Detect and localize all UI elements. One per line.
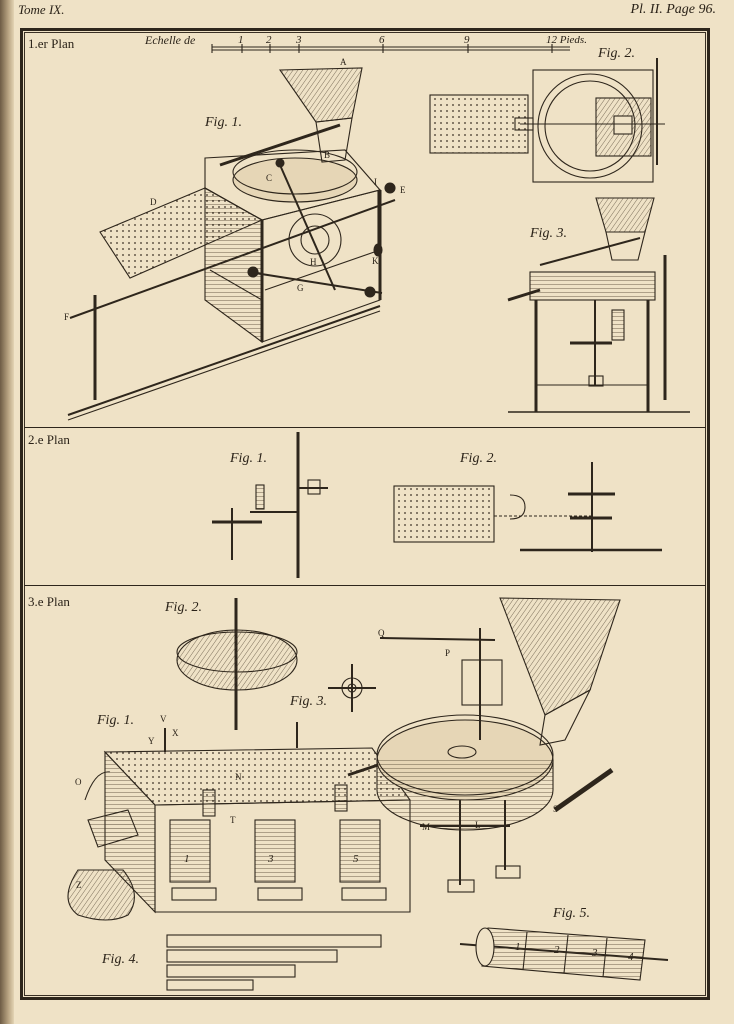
plan2-fig2-mechanism bbox=[393, 462, 662, 552]
plan1-fig3-caption: Fig. 3. bbox=[530, 226, 567, 241]
label-T: T bbox=[230, 815, 236, 825]
plan-divider-2 bbox=[24, 585, 706, 586]
plan-label-3: 3.e Plan bbox=[28, 594, 70, 609]
scale-tick-1: 1 bbox=[238, 34, 244, 46]
plan1-fig2-topview bbox=[429, 58, 665, 183]
label-C: C bbox=[266, 173, 272, 183]
plan-label-1: 1.er Plan bbox=[28, 36, 75, 51]
label-B: B bbox=[324, 150, 330, 160]
label-H: H bbox=[310, 257, 317, 267]
label-M: M bbox=[422, 822, 430, 832]
scale-label: Echelle de bbox=[145, 33, 196, 47]
cylinder-3: 3 bbox=[591, 947, 598, 959]
plan3-fig5-caption: Fig. 5. bbox=[553, 906, 590, 921]
cylinder-1: 1 bbox=[515, 941, 521, 953]
plan3-fig4-bars bbox=[166, 934, 382, 991]
label-F: F bbox=[64, 312, 69, 322]
plan1-fig3-sideview bbox=[507, 197, 690, 413]
compartment-3: 3 bbox=[267, 853, 274, 865]
label-D: D bbox=[150, 197, 157, 207]
label-G: G bbox=[297, 283, 304, 293]
scale-tick-6: 6 bbox=[379, 34, 385, 46]
volume-header: Tome IX. bbox=[18, 2, 65, 17]
plan3-fig4-caption: Fig. 4. bbox=[102, 952, 139, 967]
scale-bar bbox=[211, 44, 570, 53]
label-X: X bbox=[172, 728, 179, 738]
plan1-fig1-machine bbox=[67, 67, 396, 421]
label-Q: Q bbox=[378, 628, 385, 638]
label-S: S bbox=[553, 804, 558, 814]
plan1-fig1-caption: Fig. 1. bbox=[205, 115, 242, 130]
label-V: V bbox=[160, 714, 167, 724]
label-K: K bbox=[372, 256, 379, 266]
label-A: A bbox=[340, 57, 347, 67]
book-spine-shadow bbox=[0, 0, 14, 1024]
plan3-fig3-cross bbox=[328, 664, 376, 712]
label-N: N bbox=[235, 772, 242, 782]
plan3-fig1-box-mill bbox=[67, 597, 621, 921]
plan2-fig1-caption: Fig. 1. bbox=[230, 451, 267, 466]
plan3-fig1-caption: Fig. 1. bbox=[97, 713, 134, 728]
plan1-fig2-caption: Fig. 2. bbox=[598, 46, 635, 61]
plan2-fig1-mechanism bbox=[212, 432, 328, 578]
plan3-fig2-millstone bbox=[176, 598, 298, 730]
plan2-fig2-caption: Fig. 2. bbox=[460, 451, 497, 466]
label-E: E bbox=[400, 185, 406, 195]
plan3-fig2-caption: Fig. 2. bbox=[165, 600, 202, 615]
label-I: I bbox=[374, 177, 377, 187]
plate-header: Pl. II. Page 96. bbox=[630, 2, 716, 17]
plate-frame-inner bbox=[24, 32, 706, 996]
scale-tick-9: 9 bbox=[464, 34, 470, 46]
scale-tick-2: 2 bbox=[266, 34, 272, 46]
plate-frame bbox=[20, 28, 710, 1000]
cylinder-4: 4 bbox=[628, 951, 634, 963]
label-Z: Z bbox=[76, 880, 82, 890]
label-P: P bbox=[445, 648, 450, 658]
compartment-1: 1 bbox=[184, 853, 190, 865]
scale-tick-3: 3 bbox=[296, 34, 302, 46]
plan3-fig5-cylinder bbox=[459, 927, 669, 981]
cylinder-2: 2 bbox=[554, 944, 560, 956]
label-L: L bbox=[475, 820, 481, 830]
plan3-fig3-caption: Fig. 3. bbox=[290, 694, 327, 709]
plan-label-2: 2.e Plan bbox=[28, 432, 70, 447]
label-O: O bbox=[75, 777, 82, 787]
plan-divider-1 bbox=[24, 427, 706, 428]
scale-end-label: 12 Pieds. bbox=[546, 34, 587, 46]
compartment-5: 5 bbox=[353, 853, 359, 865]
label-Y: Y bbox=[148, 736, 155, 746]
